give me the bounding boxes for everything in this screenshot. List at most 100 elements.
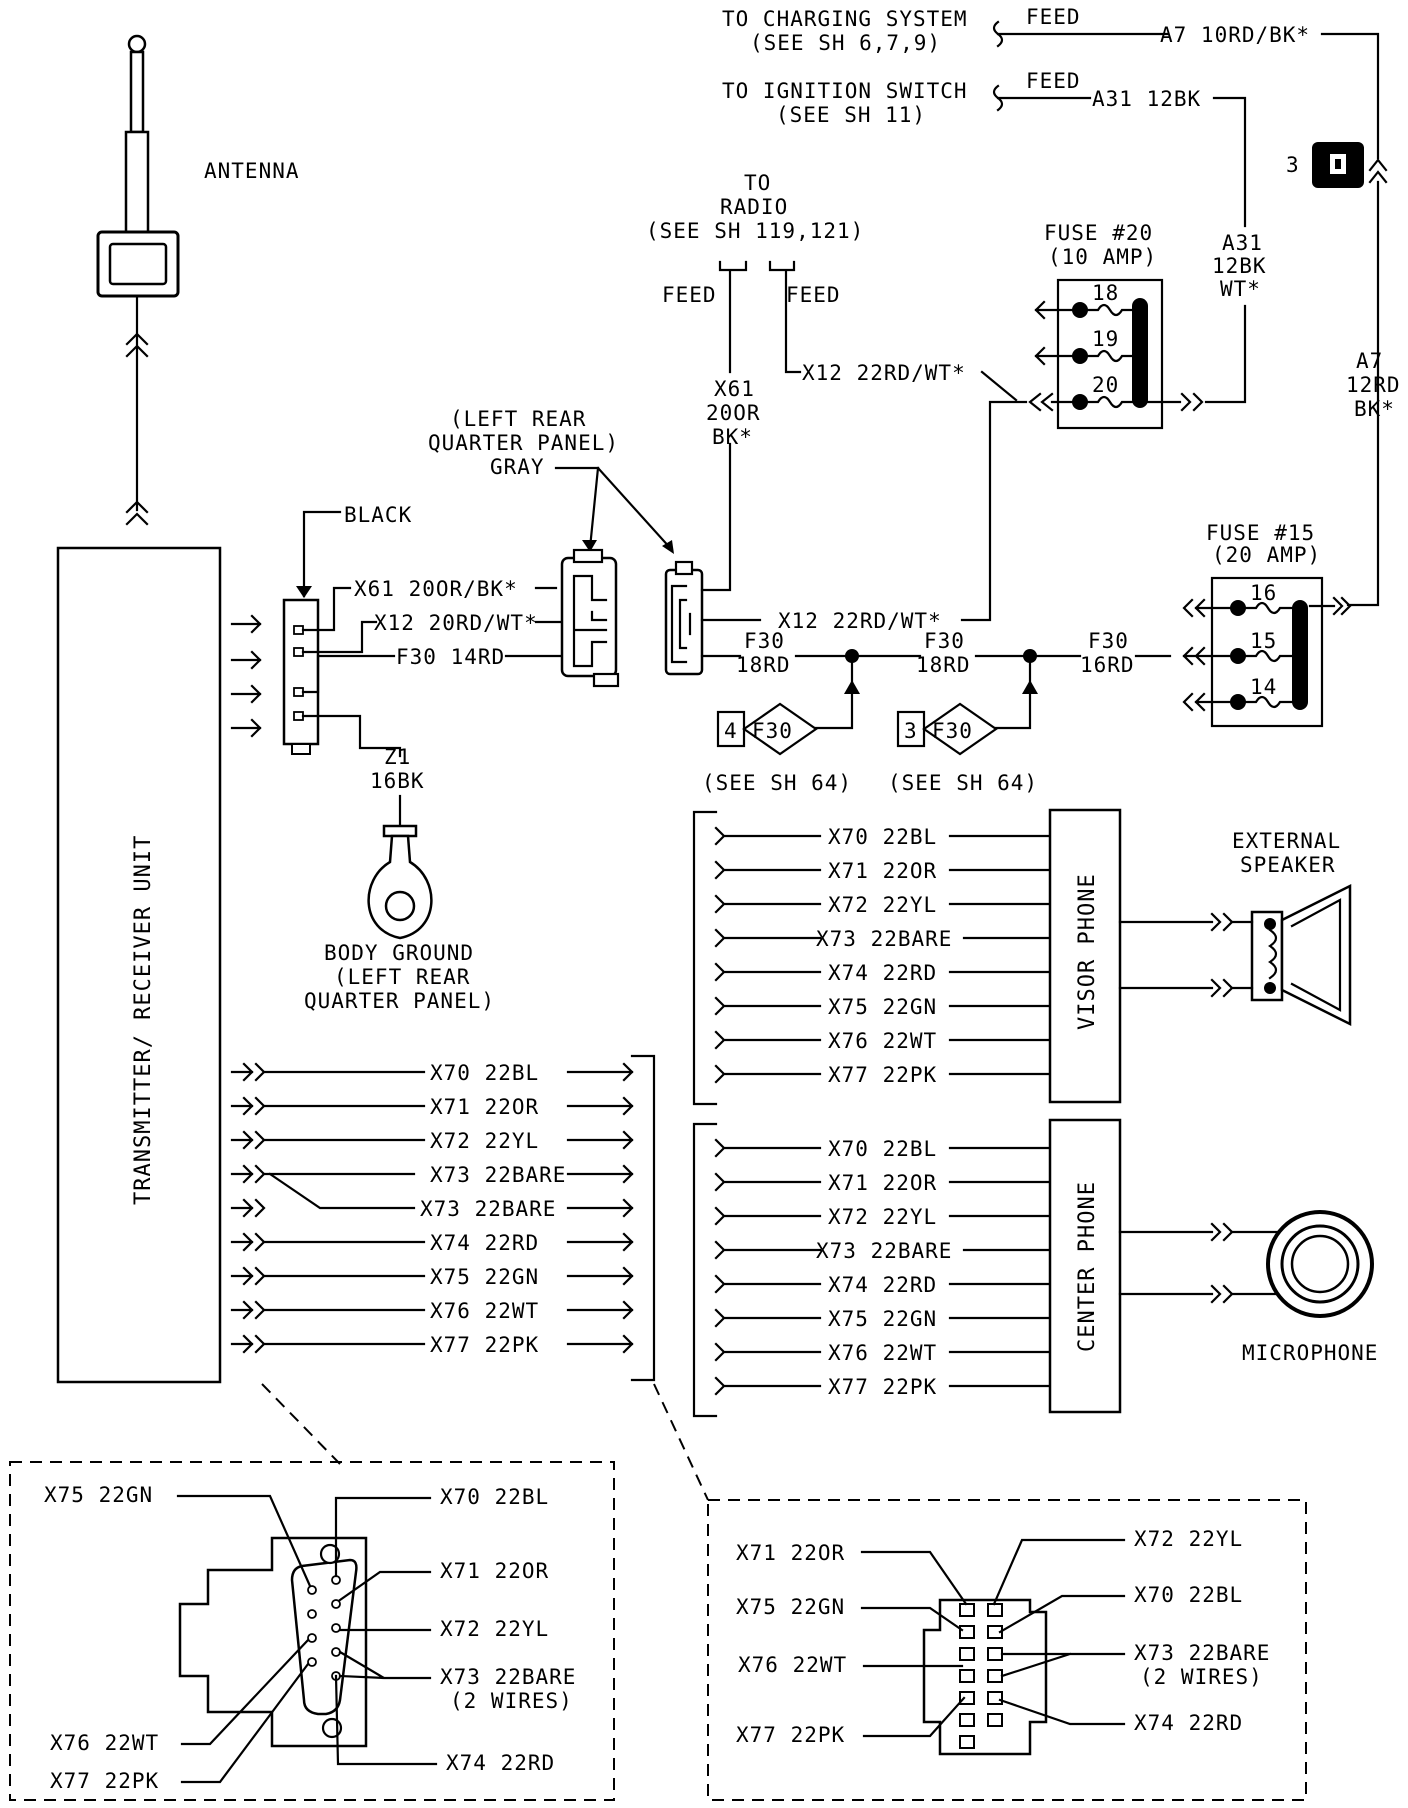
splice-4-see: (SEE SH 64) [702, 771, 852, 795]
fuse20-pin-19: 19 [1092, 327, 1119, 351]
center-phone-wire-row: X74 22RD [714, 1273, 1052, 1297]
dl-x72: X72 22YL [440, 1617, 549, 1641]
speaker-line2: SPEAKER [1240, 853, 1336, 877]
fuse20-amps: (10 AMP) [1048, 245, 1157, 269]
visor-phone-wire-label: X73 22BARE [816, 927, 952, 951]
quarter-panel-label: (LEFT REAR QUARTER PANEL) GRAY [428, 407, 674, 554]
fuse20-title: FUSE #20 [1044, 221, 1153, 245]
f30a-2: 18RD [736, 653, 791, 677]
transceiver-wire-row: X70 22BL [230, 1061, 634, 1085]
transceiver-wire-label: X71 22OR [430, 1095, 539, 1119]
fuse20-pin-20: 20 [1092, 373, 1119, 397]
visor-phone-wire-row: X72 22YL [714, 893, 1052, 917]
charging-wire-label: A7 10RD/BK* [1160, 23, 1310, 47]
ignition-line2: (SEE SH 11) [776, 103, 926, 127]
visor-phone-wire-row: X70 22BL [714, 825, 1052, 849]
dl-x74: X74 22RD [446, 1751, 555, 1775]
center-phone-wire-label: X76 22WT [828, 1341, 937, 1365]
transceiver-wire-row: X72 22YL [230, 1129, 634, 1153]
dl-x77: X77 22PK [50, 1769, 159, 1793]
center-phone: CENTER PHONE [692, 1118, 1122, 1418]
visor-phone-wire-label: X77 22PK [828, 1063, 937, 1087]
dr-x72: X72 22YL [1134, 1527, 1243, 1551]
transceiver-wire-label: X72 22YL [430, 1129, 539, 1153]
center-phone-wire-row: X77 22PK [714, 1375, 1052, 1399]
antenna: ANTENNA [96, 34, 300, 526]
center-phone-wire-label: X73 22BARE [816, 1239, 952, 1263]
dr-x75: X75 22GN [736, 1595, 845, 1619]
dl-x73: X73 22BARE [440, 1665, 576, 1689]
splice-3-code: F30 [932, 719, 973, 743]
visor-phone-wire-row: X76 22WT [714, 1029, 1052, 1053]
connector-3: 3 [1286, 142, 1364, 188]
visor-phone-wire-row: X74 22RD [714, 961, 1052, 985]
center-phone-wire-row: X73 22BARE [714, 1239, 1052, 1263]
visor-phone-wire-row: X77 22PK [714, 1063, 1052, 1087]
dl-x73-note: (2 WIRES) [450, 1689, 573, 1713]
splice-ref-3: 3 F30 (SEE SH 64) [888, 702, 1038, 795]
visor-phone-wire-label: X75 22GN [828, 995, 937, 1019]
wire-x12-20rd: X12 20RD/WT* [374, 611, 538, 635]
visor-phone-wire-label: X70 22BL [828, 825, 937, 849]
radio-line3: (SEE SH 119,121) [646, 219, 864, 243]
f30b-1: F30 [924, 629, 965, 653]
visor-phone: VISOR PHONE [692, 808, 1122, 1106]
visor-phone-label: VISOR PHONE [1075, 873, 1100, 1030]
body-ground: BODY GROUND (LEFT REAR QUARTER PANEL) [304, 794, 494, 1013]
center-phone-wire-row: X72 22YL [714, 1205, 1052, 1229]
center-wire-group: X70 22BL X71 22OR X72 22YL X73 22BARE X74 22… [714, 1137, 1052, 1399]
transceiver-wire-label: X75 22GN [430, 1265, 539, 1289]
dr-x73: X73 22BARE [1134, 1641, 1270, 1665]
wire-z1-label: Z1 [384, 745, 411, 769]
center-phone-wire-label: X75 22GN [828, 1307, 937, 1331]
fuse15-pin-15: 15 [1250, 629, 1277, 653]
qp-connector-left [560, 548, 620, 688]
fuse-15: FUSE #15 (20 AMP) 16 15 14 [1182, 521, 1352, 728]
transceiver-wire-row: X74 22RD [230, 1231, 634, 1255]
ground-line2: (LEFT REAR [334, 965, 470, 989]
a7-label-1: A7 [1356, 349, 1383, 373]
a7-label-2: 12RD [1346, 373, 1401, 397]
transceiver-wire-row: X77 22PK [230, 1333, 634, 1357]
transceiver-wire-row: X73 22BARE [230, 1163, 634, 1187]
wire-16bk-label: 16BK [370, 769, 425, 793]
black-label: BLACK [344, 503, 412, 527]
transceiver-wire-label: X77 22PK [430, 1333, 539, 1357]
microphone: MICROPHONE [1118, 1210, 1378, 1365]
visor-phone-wire-row: X73 22BARE [714, 927, 1052, 951]
center-phone-wire-label: X72 22YL [828, 1205, 937, 1229]
center-phone-wire-row: X75 22GN [714, 1307, 1052, 1331]
charging-line1: TO CHARGING SYSTEM [722, 7, 968, 31]
dr-x73-note: (2 WIRES) [1140, 1665, 1263, 1689]
a31-label-2: 12BK [1212, 254, 1267, 278]
wire-x61-20or: X61 20OR/BK* [354, 577, 518, 601]
ignition-feed-label: FEED [1026, 69, 1081, 93]
visor-phone-wire-label: X72 22YL [828, 893, 937, 917]
splice-3-see: (SEE SH 64) [888, 771, 1038, 795]
transceiver-stubs [230, 614, 262, 738]
qp-line2: QUARTER PANEL) [428, 431, 619, 455]
center-phone-wire-row: X76 22WT [714, 1341, 1052, 1365]
center-phone-wire-row: X70 22BL [714, 1137, 1052, 1161]
mid-x12-wire: X12 22RD/WT* [778, 609, 942, 633]
radio-line2: RADIO [720, 195, 788, 219]
center-phone-wire-row: X71 22OR [714, 1171, 1052, 1195]
f30c-2: 16RD [1080, 653, 1135, 677]
wire-f30-14rd: F30 14RD [396, 645, 505, 669]
transceiver-wire-group: X70 22BL X71 22OR X72 22YL X73 22BARE X73 22… [230, 1061, 634, 1357]
radio-line1: TO [744, 171, 771, 195]
microphone-label: MICROPHONE [1242, 1341, 1378, 1365]
dl-x71: X71 22OR [440, 1559, 549, 1583]
transceiver-label: TRANSMITTER/ RECEIVER UNIT [131, 835, 156, 1205]
dl-x70: X70 22BL [440, 1485, 549, 1509]
center-phone-wire-label: X74 22RD [828, 1273, 937, 1297]
center-phone-label: CENTER PHONE [1075, 1181, 1100, 1352]
antenna-label: ANTENNA [204, 159, 300, 183]
center-phone-wire-label: X71 22OR [828, 1171, 937, 1195]
dr-x77: X77 22PK [736, 1723, 845, 1747]
ground-line1: BODY GROUND [324, 941, 474, 965]
radio-feed-left: FEED [662, 283, 717, 307]
transceiver-wire-label: X73 22BARE [420, 1197, 556, 1221]
radio-x61-2: 20OR [706, 401, 761, 425]
